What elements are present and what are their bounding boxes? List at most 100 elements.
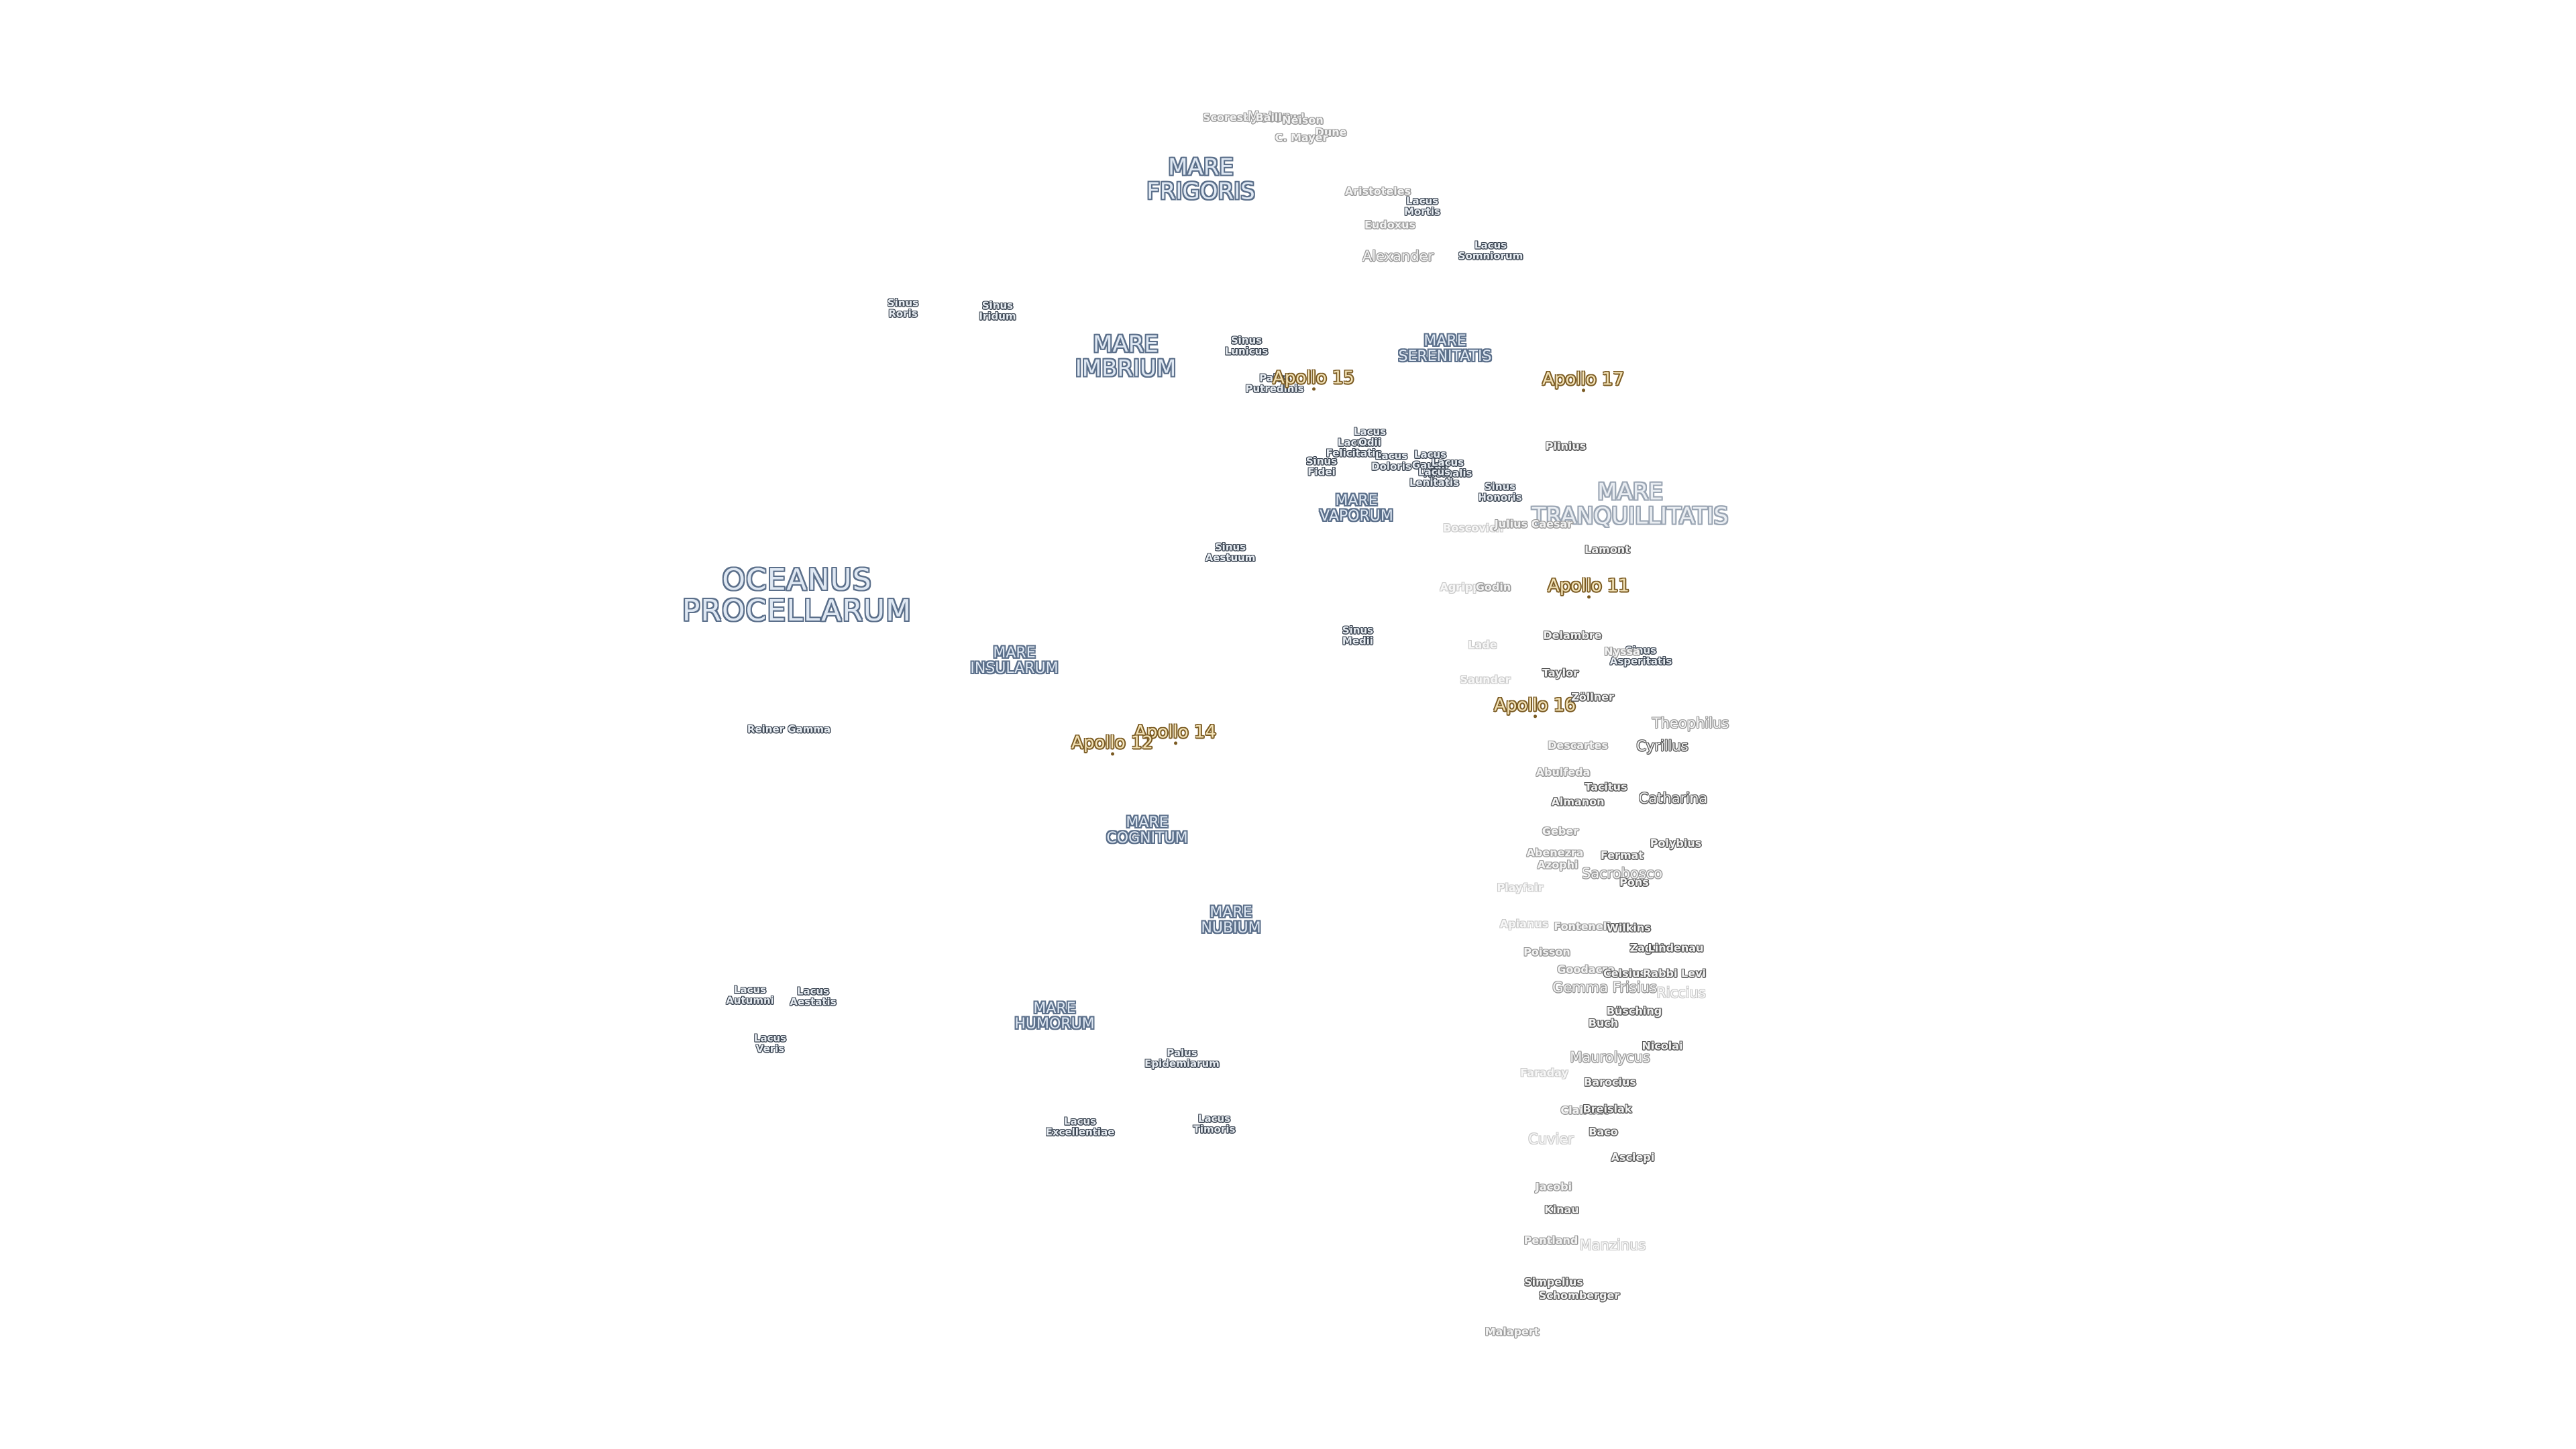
celsius-label: Celsius [1603,967,1646,980]
lacus-timoris-label: Lacus Timoris [1193,1112,1236,1135]
mare-cognitum-label: MARE COGNITUM [1106,814,1188,847]
lindenau-label: Lindenau [1648,941,1704,955]
plinius-label: Plinius [1545,439,1587,453]
palus-putredinis-label: Palus Putredinis [1245,372,1304,394]
sinus-iridum-label: Sinus Iridum [979,299,1016,322]
lacus-felicitatis-label: Lacus Felicitatis [1326,436,1382,459]
jacobi-label: Jacobi [1535,1180,1572,1193]
lacus-veris-label: Lacus Veris [753,1032,787,1055]
geber-label: Geber [1542,824,1579,838]
julius-caesar-label: Julius Caesar [1494,517,1573,531]
apollo-16-label: Apollo 16 [1494,695,1576,719]
wilkins-label: Wilkins [1607,921,1651,934]
breislak-label: Breislak [1582,1102,1632,1116]
fermat-label: Fermat [1600,849,1644,862]
asclepi-label: Asclepi [1611,1150,1655,1164]
almanon-label: Almanon [1551,795,1605,808]
simpelius-label: Simpelius [1524,1275,1583,1289]
manzinus-label: Manzinus [1579,1236,1646,1253]
lacus-aestatis-label: Lacus Aestatis [790,985,837,1008]
gemma-frisius-label: Gemma Frisius [1552,979,1657,996]
lacus-autumni-label: Lacus Autumni [726,983,774,1006]
riccius-label: Riccius [1656,984,1706,1001]
neison-label: Neison [1282,113,1324,127]
apollo-14-label: Apollo 14 [1134,722,1216,746]
cuvier-label: Cuvier [1528,1130,1574,1147]
agrippa-label: Agrippa [1440,580,1488,594]
lacus-lenitatis-label: Lacus Lenitatis [1409,466,1460,488]
maurolycus-label: Maurolycus [1570,1049,1650,1065]
boscovich-label: Boscovich [1443,521,1503,535]
alexander-label: Alexander [1362,248,1434,264]
buch-label: Buch [1588,1016,1619,1030]
faraday-label: Faraday [1520,1066,1568,1079]
dun-label: Dune [1315,125,1347,139]
theophilus-label: Theophilus [1652,714,1729,731]
lacus-excellentiae-label: Lacus Excellentiae [1045,1115,1115,1138]
azophi-label: Azophi [1537,858,1578,871]
playfair-label: Playfair [1497,881,1544,894]
reiner-gamma-label: Reiner Gamma [747,723,831,736]
zagut-label: Zagut [1629,941,1666,955]
meton-label: Meton [1247,108,1291,125]
kinau-label: Kinau [1544,1203,1579,1216]
clairaut-label: Clairaut [1560,1104,1609,1117]
busching-label: Büsching [1606,1004,1662,1018]
descartes-label: Descartes [1548,739,1608,752]
rabbi-levi-label: Rabbi Levi [1642,967,1707,980]
apianus-label: Apianus [1499,917,1549,930]
apollo-11-label: Apollo 11 [1548,576,1629,600]
abulfeda-label: Abulfeda [1536,765,1591,779]
saunder-label: Saunder [1460,673,1511,686]
abenezra-label: Abenezra [1526,846,1584,859]
pentland-label: Pentland [1523,1234,1578,1247]
delambre-label: Delambre [1543,629,1602,642]
baco-label: Baco [1589,1125,1618,1138]
nicolai-label: Nicolai [1642,1039,1683,1053]
goodacre-label: Goodacre [1557,963,1615,976]
sinus-lunicus-label: Sinus Lunicus [1224,334,1269,357]
lacus-mortis-label: Lacus Mortis [1404,195,1440,217]
pons-label: Pons [1619,875,1649,889]
apollo-12-label: Apollo 12 [1071,733,1153,757]
c-mayer-label: C. Mayer [1275,131,1328,144]
sinus-roris-label: Sinus Roris [887,297,919,319]
oceanus-procellarum-label: OCEANUS PROCELLARUM [682,562,912,628]
sinus-asperitatis-label: Sinus Asperitatis [1609,644,1672,667]
mare-frigoris-label: MARE FRIGORIS [1146,154,1255,205]
mare-vaporum-label: MARE VAPORUM [1320,492,1393,525]
taylor-label: Taylor [1542,666,1578,680]
lacus-doloris-label: Lacus Doloris [1371,449,1411,472]
lacus-somniorum-label: Lacus Somniorum [1458,239,1523,262]
mare-tranquillitatis-label: MARE TRANQUILLITATIS [1532,478,1729,529]
lamont-label: Lamont [1585,543,1630,556]
mare-nubium-label: MARE NUBIUM [1201,904,1261,936]
lacus-gaudii-label: Lacus Gaudii [1411,448,1449,471]
tacitus-label: Tacitus [1585,780,1627,794]
palus-epidemiarum-label: Palus Epidemiarum [1144,1046,1220,1069]
lacus-hiemalis-label: Lacus Hiemalis [1423,456,1472,479]
fontenelle-label: Fontenelle [1554,920,1618,933]
nyssa-label: Nyssa [1604,645,1640,658]
poisson-label: Poisson [1523,945,1570,959]
schomberger-label: Schomberger [1538,1289,1620,1302]
sinus-aestuum-label: Sinus Aestuum [1205,541,1256,564]
zollner-label: Zöllner [1571,690,1614,704]
aristoteles-label: Aristoteles [1344,184,1411,198]
malapert-label: Malapert [1485,1325,1540,1338]
mare-humorum-label: MARE HUMORUM [1014,1000,1095,1032]
barocius-label: Barocius [1584,1075,1636,1089]
cyrillus-label: Cyrillus [1636,737,1688,754]
mare-insularum-label: MARE INSULARUM [970,644,1059,677]
eudoxus-label: Eudoxus [1364,218,1415,231]
lade-label: Lade [1468,638,1497,651]
lacus-odii-label: Lacus Odii [1353,425,1387,448]
sinus-fidei-label: Sinus Fidei [1305,455,1338,478]
sinus-medii-label: Sinus Medii [1342,624,1374,647]
mare-imbrium-label: MARE IMBRIUM [1075,331,1177,382]
sacrobosco-label: Sacrobosco [1581,865,1663,881]
mare-serenitatis-label: MARE SERENITATIS [1398,332,1492,365]
catharina-label: Catharina [1638,790,1708,806]
sinus-honoris-label: Sinus Honoris [1478,480,1522,503]
